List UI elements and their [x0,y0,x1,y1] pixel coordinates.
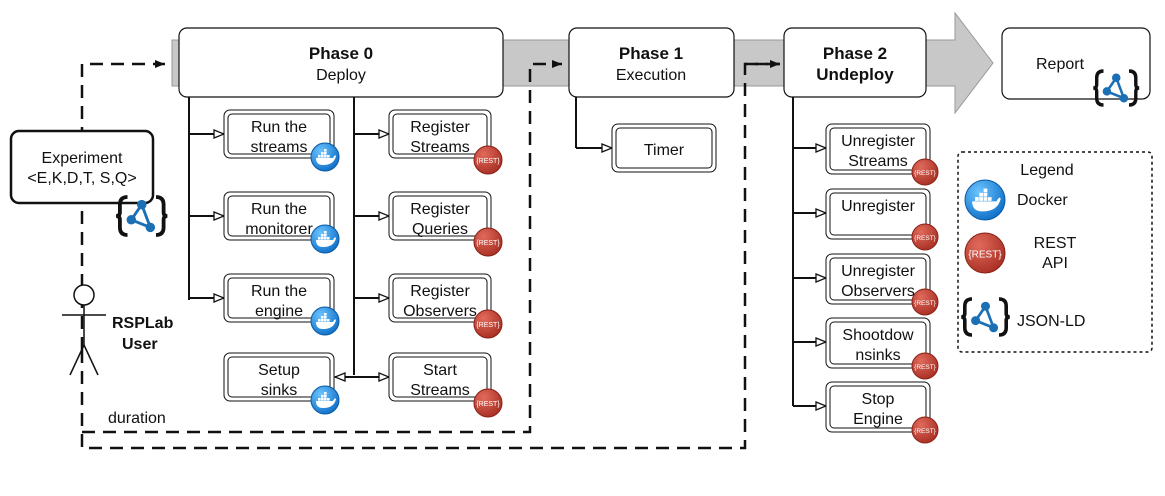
duration-label: duration [108,410,166,427]
rest-badge-text: {REST} [914,170,937,177]
register-queries-box-line1: Register [410,201,470,218]
rest-api-icon: {REST} [911,416,939,444]
run-monitorer-box: Run the monitorer [223,191,335,241]
phase2-group: UnregisterStreams{REST}Unregister{REST}U… [793,123,939,444]
rest-badge-text: {REST} [914,428,937,435]
report-label: Report [1036,56,1085,73]
phase0-box [178,27,504,98]
user-label-line2: User [122,336,158,353]
unregister-box: Unregister [825,188,931,240]
phase1-title: Phase 1 [619,44,683,63]
setup-sinks-box-line2: sinks [261,382,297,399]
experiment-label: Experiment [42,150,123,167]
rest-api-icon: {REST} [964,232,1006,274]
duration-dashed-flow [82,60,562,434]
stop-engine-box-line2: Engine [853,411,903,428]
phase2-box [783,27,927,98]
run-streams-box: Run the streams [223,109,335,159]
rest-badge-text: {REST} [476,158,500,165]
phase1-box [568,27,735,98]
docker-icon [310,306,340,336]
phase1-subtitle: Execution [616,67,686,84]
start-streams-box-line2: Streams [410,382,470,399]
setup-sinks-box-line1: Setup [258,362,300,379]
rest-badge-text: {REST} [476,401,500,408]
stop-engine-box-line1: Stop [862,391,895,408]
legend-title: Legend [1020,162,1073,179]
legend-rest-label-line2: API [1042,255,1068,272]
run-streams-box-line1: Run the [251,119,307,136]
docker-icon [310,224,340,254]
rest-api-icon: {REST} [473,227,503,257]
legend-jsonld-label: JSON-LD [1017,313,1085,330]
docker-icon [310,385,340,415]
run-monitorer-box-line2: monitorer [245,221,313,238]
rest-api-icon: {REST} [911,352,939,380]
rest-api-icon: {REST} [473,145,503,175]
rest-badge-text: {REST} [476,240,500,247]
docker-icon [310,142,340,172]
phase2-subtitle: Undeploy [816,65,894,84]
run-engine-box-line2: engine [255,303,303,320]
experiment-params: <E,K,D,T, S,Q> [27,170,136,187]
rest-badge-text: {REST} [968,249,1002,260]
unregister-streams-box-line1: Unregister [841,133,915,150]
setup-sinks-box: Setup sinks [223,352,335,402]
legend-rest-label-line1: REST [1034,235,1077,252]
run-monitorer-box-line1: Run the [251,201,307,218]
unregister-observers-box-line2: Observers [841,283,915,300]
rest-api-icon: {REST} [911,288,939,316]
json-ld-icon [961,297,1010,337]
register-queries-box-line2: Queries [412,221,468,238]
phase0-subtitle: Deploy [316,67,366,84]
unregister-observers-box-line1: Unregister [841,263,915,280]
rest-badge-text: {REST} [914,300,937,307]
shootdown-sinks-box-line1: Shootdow [842,327,914,344]
phase0-right-group: RegisterStreams{REST}RegisterQueries{RES… [354,109,503,418]
rest-api-icon: {REST} [911,223,939,251]
rest-badge-text: {REST} [476,322,500,329]
register-streams-box-line2: Streams [410,139,470,156]
rest-badge-text: {REST} [914,364,937,371]
rest-api-icon: {REST} [473,388,503,418]
register-streams-box-line1: Register [410,119,470,136]
user-dashed-to-phase0 [80,60,165,350]
rest-badge-text: {REST} [914,235,937,242]
shootdown-sinks-box-line2: nsinks [855,347,900,364]
timer-box: Timer [611,123,717,173]
shootdown-sinks-box: Shootdow nsinks [825,317,931,369]
user-figure-icon [62,284,106,376]
register-observers-box-line2: Observers [403,303,477,320]
start-streams-box-line1: Start [423,362,457,379]
json-ld-icon [1093,69,1140,107]
experiment-box [9,129,155,205]
timer-label: Timer [644,142,685,159]
rest-api-icon: {REST} [473,309,503,339]
phase0-title: Phase 0 [309,44,373,63]
unregister-streams-box-line2: Streams [848,153,908,170]
user-label-line1: RSPLab [112,315,174,332]
run-streams-box-line2: streams [251,139,308,156]
docker-icon [964,179,1006,221]
legend-docker-label: Docker [1017,192,1068,209]
rest-api-icon: {REST} [911,158,939,186]
run-engine-box: Run the engine [223,273,335,323]
register-observers-box-line1: Register [410,283,470,300]
unregister-box-line1: Unregister [841,198,915,215]
run-engine-box-line1: Run the [251,283,307,300]
phase2-title: Phase 2 [823,44,887,63]
